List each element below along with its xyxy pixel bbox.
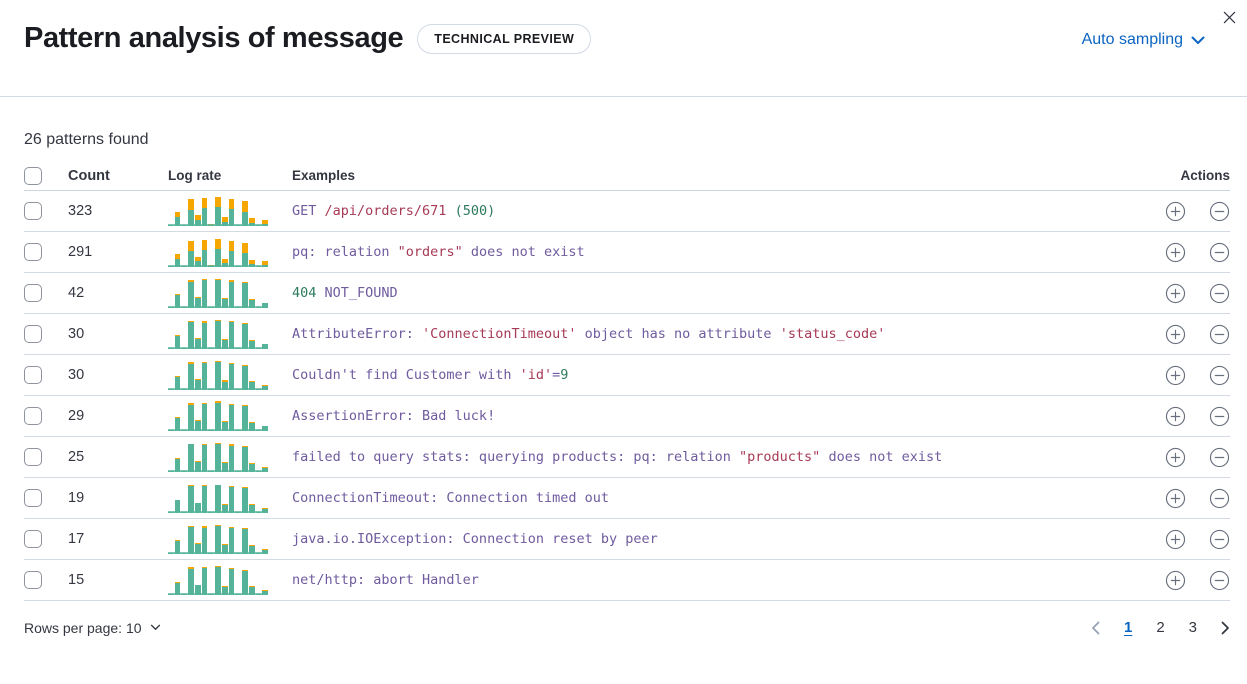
- rows-per-page-button[interactable]: Rows per page: 10: [24, 620, 161, 636]
- table-header-row: Count Log rate Examples Actions: [24, 161, 1230, 191]
- filter-in-pattern-icon[interactable]: [1164, 323, 1186, 345]
- table-row: 15 net/http: abort Handler: [24, 560, 1230, 601]
- filter-in-pattern-icon[interactable]: [1164, 364, 1186, 386]
- log-rate-chart: [168, 360, 269, 390]
- log-rate-chart: [168, 196, 269, 226]
- flyout-body: 26 patterns found Count Log rate Example…: [0, 131, 1247, 601]
- row-checkbox[interactable]: [24, 489, 42, 507]
- example-message: failed to query stats: querying products…: [292, 449, 943, 465]
- patterns-found-summary: 26 patterns found: [24, 131, 149, 148]
- count-cell: 42: [68, 285, 85, 301]
- table-row: 19 ConnectionTimeout: Connection timed ou…: [24, 478, 1230, 519]
- filter-in-pattern-icon[interactable]: [1164, 405, 1186, 427]
- log-rate-chart: [168, 237, 269, 267]
- log-rate-chart: [168, 524, 269, 554]
- count-cell: 30: [68, 326, 85, 342]
- column-header-examples: Examples: [292, 168, 356, 183]
- pattern-table-body: 323 GET /api/orders/671 (500) 291 pq: relat…: [24, 191, 1230, 601]
- table-row: 30 Couldn't find Customer with 'id'=9: [24, 355, 1230, 396]
- count-cell: 17: [68, 531, 85, 547]
- filter-out-pattern-icon[interactable]: [1208, 364, 1230, 386]
- row-checkbox[interactable]: [24, 325, 42, 343]
- example-message: pq: relation "orders" does not exist: [292, 244, 585, 260]
- column-header-log-rate: Log rate: [168, 168, 222, 183]
- select-all-checkbox[interactable]: [24, 166, 42, 185]
- table-row: 29 AssertionError: Bad luck!: [24, 396, 1230, 437]
- filter-in-pattern-icon[interactable]: [1164, 528, 1186, 550]
- table-footer: Rows per page: 10 1 2 3: [0, 619, 1247, 636]
- table-row: 25 failed to query stats: querying produc…: [24, 437, 1230, 478]
- pagination: 1 2 3: [1091, 619, 1230, 636]
- table-row: 42 404 NOT_FOUND: [24, 273, 1230, 314]
- filter-out-pattern-icon[interactable]: [1208, 528, 1230, 550]
- example-message: AttributeError: 'ConnectionTimeout' obje…: [292, 326, 886, 342]
- filter-out-pattern-icon[interactable]: [1208, 323, 1230, 345]
- row-checkbox[interactable]: [24, 448, 42, 466]
- sampling-label: Auto sampling: [1081, 31, 1183, 48]
- pagination-page-3[interactable]: 3: [1188, 619, 1197, 636]
- example-message: Couldn't find Customer with 'id'=9: [292, 367, 569, 383]
- row-checkbox[interactable]: [24, 407, 42, 425]
- row-checkbox[interactable]: [24, 571, 42, 589]
- log-rate-chart: [168, 278, 269, 308]
- filter-in-pattern-icon[interactable]: [1164, 569, 1186, 591]
- filter-in-pattern-icon[interactable]: [1164, 487, 1186, 509]
- table-row: 323 GET /api/orders/671 (500): [24, 191, 1230, 232]
- flyout-header: Pattern analysis of message TECHNICAL PR…: [0, 0, 1247, 97]
- column-header-actions: Actions: [1180, 168, 1230, 183]
- log-rate-chart: [168, 319, 269, 349]
- example-message: AssertionError: Bad luck!: [292, 408, 496, 424]
- log-rate-chart: [168, 483, 269, 513]
- filter-out-pattern-icon[interactable]: [1208, 200, 1230, 222]
- example-message: java.io.IOException: Connection reset by…: [292, 531, 658, 547]
- chevron-down-icon: [150, 624, 161, 631]
- pagination-page-1[interactable]: 1: [1123, 619, 1133, 636]
- row-checkbox[interactable]: [24, 243, 42, 261]
- filter-in-pattern-icon[interactable]: [1164, 241, 1186, 263]
- example-message: 404 NOT_FOUND: [292, 285, 398, 301]
- filter-out-pattern-icon[interactable]: [1208, 282, 1230, 304]
- pagination-prev-icon[interactable]: [1091, 621, 1100, 635]
- log-rate-chart: [168, 442, 269, 472]
- chevron-down-icon: [1191, 36, 1205, 45]
- column-header-count: Count: [68, 167, 110, 184]
- count-cell: 291: [68, 244, 93, 260]
- filter-out-pattern-icon[interactable]: [1208, 446, 1230, 468]
- filter-in-pattern-icon[interactable]: [1164, 200, 1186, 222]
- filter-out-pattern-icon[interactable]: [1208, 569, 1230, 591]
- pagination-page-2[interactable]: 2: [1156, 619, 1165, 636]
- rows-per-page-label: Rows per page: 10: [24, 619, 142, 636]
- close-icon[interactable]: [1217, 5, 1241, 29]
- count-cell: 19: [68, 490, 85, 506]
- log-rate-chart: [168, 401, 269, 431]
- example-message: net/http: abort Handler: [292, 572, 479, 588]
- count-cell: 30: [68, 367, 85, 383]
- example-message: ConnectionTimeout: Connection timed out: [292, 490, 609, 506]
- count-cell: 29: [68, 408, 85, 424]
- count-cell: 323: [68, 203, 93, 219]
- row-checkbox[interactable]: [24, 530, 42, 548]
- row-checkbox[interactable]: [24, 366, 42, 384]
- log-rate-chart: [168, 565, 269, 595]
- table-row: 17 java.io.IOException: Connection reset …: [24, 519, 1230, 560]
- count-cell: 15: [68, 572, 85, 588]
- filter-out-pattern-icon[interactable]: [1208, 405, 1230, 427]
- count-cell: 25: [68, 449, 85, 465]
- pagination-next-icon[interactable]: [1221, 621, 1230, 635]
- table-row: 291 pq: relation "orders" does not exist: [24, 232, 1230, 273]
- filter-in-pattern-icon[interactable]: [1164, 282, 1186, 304]
- row-checkbox[interactable]: [24, 284, 42, 302]
- technical-preview-badge: TECHNICAL PREVIEW: [417, 23, 592, 54]
- filter-out-pattern-icon[interactable]: [1208, 487, 1230, 509]
- filter-in-pattern-icon[interactable]: [1164, 446, 1186, 468]
- filter-out-pattern-icon[interactable]: [1208, 241, 1230, 263]
- row-checkbox[interactable]: [24, 202, 42, 220]
- sampling-menu-button[interactable]: Auto sampling: [1082, 31, 1205, 49]
- example-message: GET /api/orders/671 (500): [292, 203, 496, 219]
- table-row: 30 AttributeError: 'ConnectionTimeout' ob…: [24, 314, 1230, 355]
- page-title: Pattern analysis of message: [24, 22, 404, 54]
